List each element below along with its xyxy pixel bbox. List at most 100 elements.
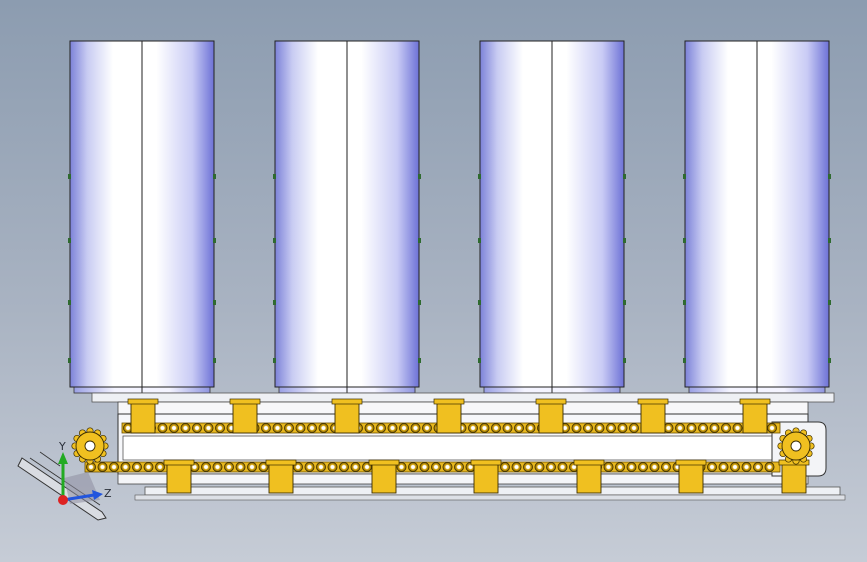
chain-link [327, 462, 338, 472]
chain-link [203, 423, 214, 433]
container-4 [683, 40, 831, 394]
axis-z-label: Z [104, 487, 112, 500]
container-clip [683, 300, 686, 305]
container-clip [418, 300, 421, 305]
chain-link [261, 423, 271, 433]
chain-link [675, 423, 685, 433]
upper-bracket [130, 400, 156, 434]
container-clip [478, 300, 481, 305]
container-clip [418, 174, 421, 179]
chain-link [350, 462, 361, 472]
chain-link [132, 462, 142, 472]
container-clip [213, 358, 216, 363]
chain-link [215, 423, 225, 433]
container-2 [273, 40, 421, 394]
axis-y-arrowhead [58, 452, 68, 464]
chain-link [721, 423, 731, 433]
chain-link [120, 462, 131, 472]
lower-bracket [268, 460, 294, 494]
chain-link [109, 462, 119, 472]
chain-link [649, 462, 660, 472]
chain-link [534, 462, 545, 472]
chain-link [442, 462, 453, 472]
chain-link [732, 423, 743, 433]
chain-link [617, 423, 628, 433]
chain-link [626, 462, 637, 472]
container-3 [478, 40, 626, 394]
bracket-group [127, 398, 810, 494]
chain-link [272, 423, 283, 433]
container-clip [683, 174, 686, 179]
chain-link [525, 423, 536, 433]
chain-link [316, 462, 326, 472]
container-clip [828, 358, 831, 363]
chain-link [235, 462, 246, 472]
axis-origin-dot [58, 495, 68, 505]
container-clip [478, 174, 481, 179]
lower-bracket-cap [265, 459, 297, 466]
container-clip [478, 238, 481, 243]
chain-link [143, 462, 154, 472]
chain-link [410, 423, 421, 433]
chain-link [707, 462, 717, 472]
chain-link [408, 462, 418, 472]
container-clip [828, 238, 831, 243]
chain-link [557, 462, 568, 472]
container-group [68, 40, 831, 394]
upper-bracket-cap [229, 398, 261, 405]
lower-bracket [371, 460, 397, 494]
chain-link [419, 462, 430, 472]
container-clip [623, 358, 626, 363]
coordinate-triad[interactable]: Y Z [58, 440, 112, 505]
lower-bracket [473, 460, 499, 494]
lower-bracket [678, 460, 704, 494]
chain-link [511, 462, 522, 472]
chain-link [523, 462, 533, 472]
container-clip [273, 238, 276, 243]
chain-link [571, 423, 582, 433]
upper-bracket [334, 400, 360, 434]
container-clip [273, 174, 276, 179]
chain-link [718, 462, 729, 472]
chain-link [364, 423, 375, 433]
container-clip [213, 174, 216, 179]
upper-bracket-cap [637, 398, 669, 405]
chain-link [502, 423, 513, 433]
container-clip [68, 238, 71, 243]
chain-link [479, 423, 490, 433]
container-clip [213, 300, 216, 305]
chain-link [629, 423, 639, 433]
lower-bracket-cap [470, 459, 502, 466]
chain-link [339, 462, 349, 472]
chain-link [247, 462, 257, 472]
chain-link [753, 462, 763, 472]
chain-link [594, 423, 605, 433]
lower-rail [117, 473, 809, 485]
chain-link [192, 423, 202, 433]
conveyor-frame [91, 392, 846, 501]
chain-link [318, 423, 329, 433]
container-clip [273, 300, 276, 305]
container-clip [478, 358, 481, 363]
upper-bracket [538, 400, 564, 434]
chain-link [212, 462, 223, 472]
lower-bracket-cap [368, 459, 400, 466]
chain-link [615, 462, 625, 472]
container-clip [68, 300, 71, 305]
lower-bracket-cap [675, 459, 707, 466]
container-clip [213, 238, 216, 243]
base-foot [134, 494, 846, 501]
container-1 [68, 40, 216, 394]
chain-group [84, 422, 781, 473]
container-clip [828, 300, 831, 305]
chain-link [764, 462, 775, 472]
upper-bracket [640, 400, 666, 434]
chain-link [709, 423, 720, 433]
chain-link [603, 462, 614, 472]
upper-bracket-cap [433, 398, 465, 405]
lower-bracket [166, 460, 192, 494]
chain-link [295, 423, 306, 433]
chain-link [767, 423, 777, 433]
sprocket-hub [790, 440, 802, 452]
